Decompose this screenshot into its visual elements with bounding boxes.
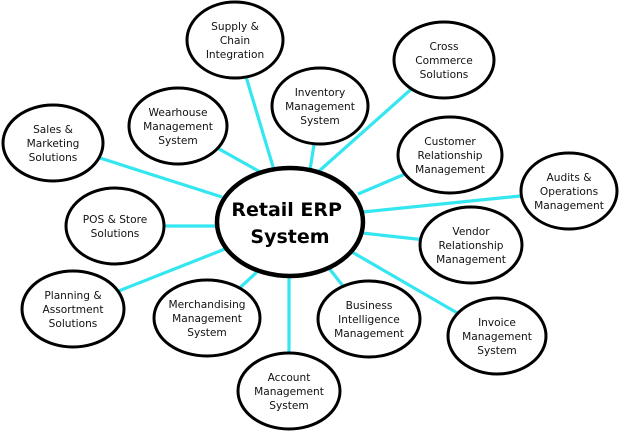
node-label-line: Management <box>172 313 242 325</box>
node-label-line: Merchandising <box>168 299 245 311</box>
node-label-line: Vendor <box>452 226 490 238</box>
node-circle <box>316 279 422 359</box>
node-label-line: Assortment <box>43 304 104 316</box>
node-circle <box>1 103 105 183</box>
node-circle <box>270 66 370 146</box>
node-label-line: Solutions <box>49 318 98 330</box>
node-label-line: System <box>269 400 309 412</box>
node-label-line: Audits & <box>547 172 592 184</box>
node-circle <box>185 0 285 80</box>
hub-label: Retail ERP System <box>231 199 348 248</box>
node-label-line: Solutions <box>29 152 78 164</box>
node-label-line: Planning & <box>44 290 101 302</box>
node-label-line: Management <box>143 121 213 133</box>
node-label-line: Business <box>346 300 393 312</box>
hub-circle <box>214 165 366 279</box>
node-label-line: Management <box>415 164 485 176</box>
node-circle <box>20 269 126 349</box>
node-label-line: System <box>477 345 517 357</box>
node-circle <box>392 20 496 100</box>
node-label-line: POS & Store <box>83 214 147 226</box>
node-circle <box>236 351 342 431</box>
node-label-line: Supply & <box>211 21 259 33</box>
node-label-line: Sales & <box>33 124 73 136</box>
node-label-line: Management <box>254 386 324 398</box>
node-label-line: Relationship <box>438 240 503 252</box>
node-circle <box>127 86 229 166</box>
hub-label-line-1: Retail ERP <box>231 199 342 221</box>
node-label-line: Cross <box>429 41 458 53</box>
node-label-line: Management <box>462 331 532 343</box>
node-label-line: Commerce <box>415 55 473 67</box>
hub-label-line-2: System <box>250 226 329 248</box>
node-label-line: System <box>158 135 198 147</box>
node-circle <box>396 115 504 195</box>
node-label-line: Management <box>285 101 355 113</box>
node-label-line: Operations <box>540 186 598 198</box>
node-label-line: System <box>187 327 227 339</box>
node-label-line: Marketing <box>27 138 80 150</box>
node-label-line: Invoice <box>478 317 516 329</box>
node-label-line: Management <box>334 328 404 340</box>
node-label-line: Integration <box>206 49 264 61</box>
node-label-line: Management <box>534 200 604 212</box>
node-label-line: Wearhouse <box>149 107 208 119</box>
node-label-line: System <box>300 115 340 127</box>
node-label-line: Management <box>436 254 506 266</box>
hub-node: Retail ERP System <box>214 165 366 279</box>
node-label-line: Intelligence <box>338 314 400 326</box>
node-circle <box>64 186 166 266</box>
node-label-line: Solutions <box>91 228 140 240</box>
node-label-line: Relationship <box>417 150 482 162</box>
node-label-line: Solutions <box>420 69 469 81</box>
node-circle <box>152 278 262 358</box>
node-circle <box>446 296 548 376</box>
node-label-line: Chain <box>220 35 250 47</box>
node-label-line: Account <box>268 372 311 384</box>
node-label-line: Inventory <box>295 87 346 99</box>
node-label-line: Customer <box>424 136 476 148</box>
node-circle <box>519 151 619 231</box>
node-circle <box>418 205 524 285</box>
